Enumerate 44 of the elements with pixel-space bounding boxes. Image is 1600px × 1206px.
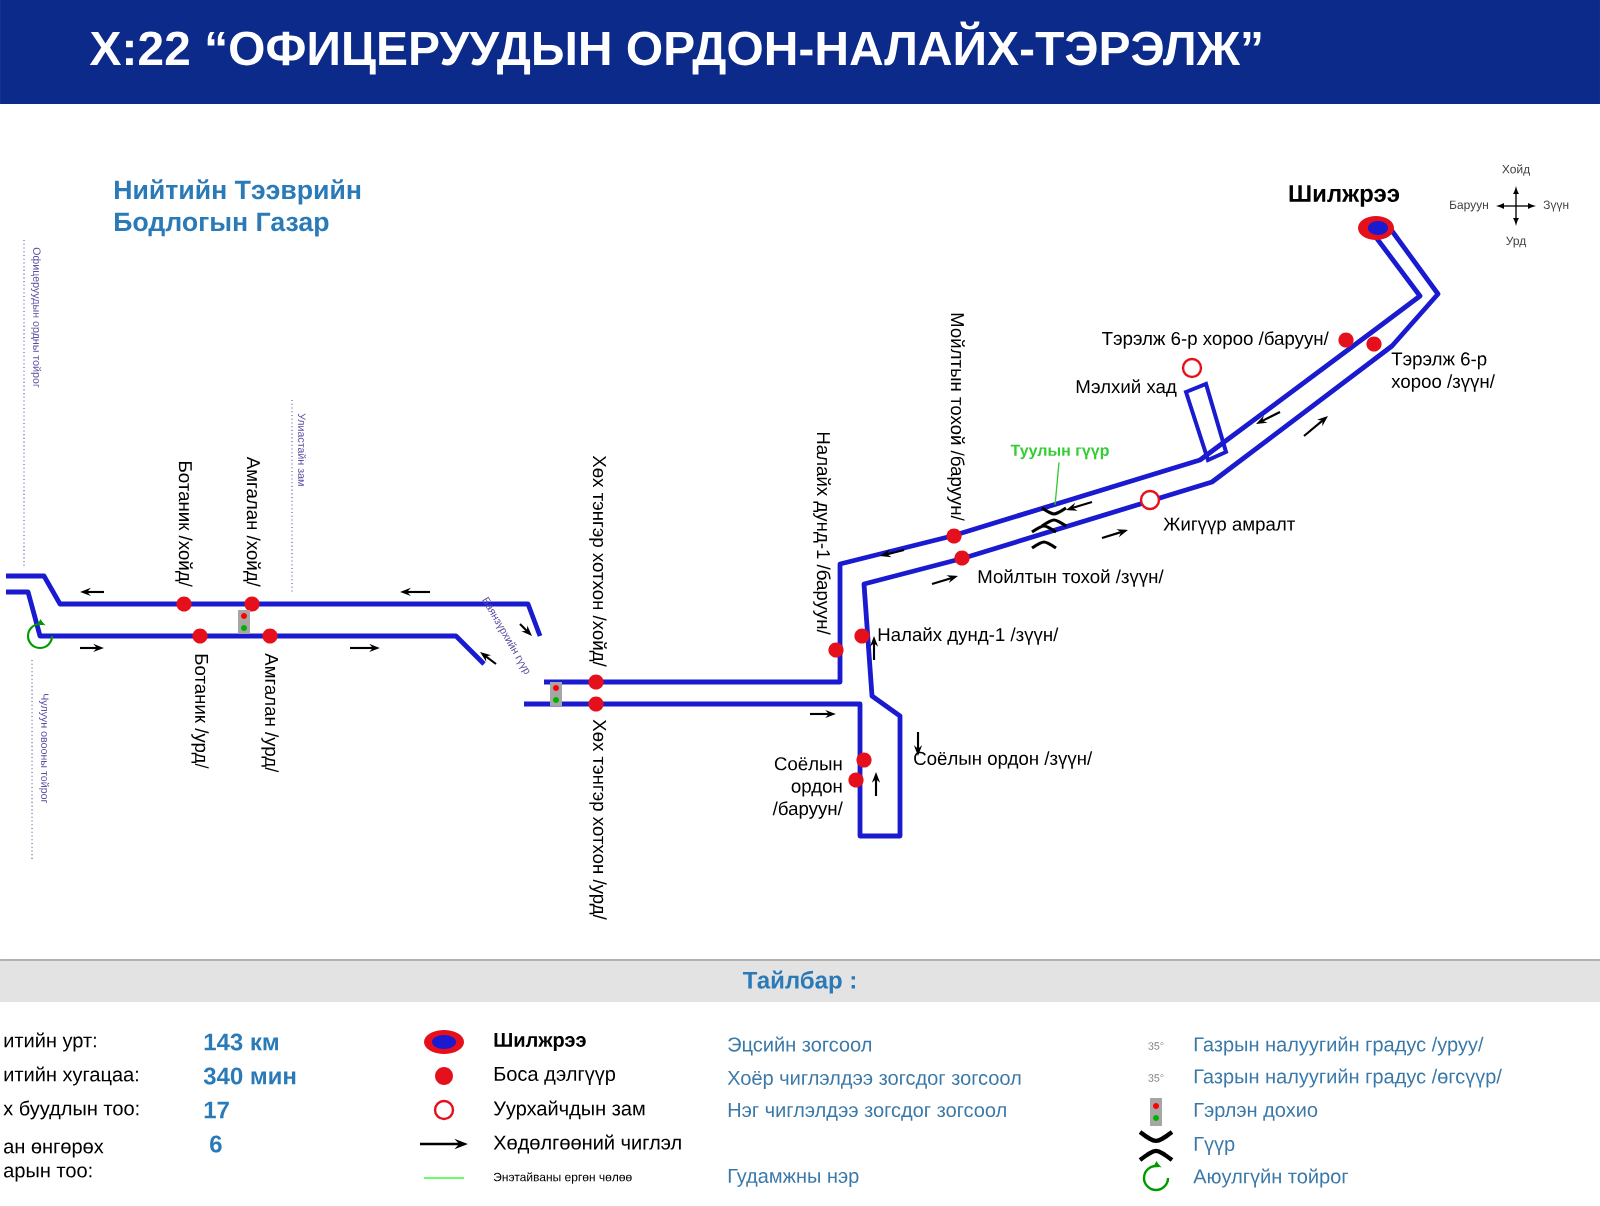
legend-label: Уурхайчдын зам — [493, 1100, 645, 1120]
title: Х:22 “ОФИЦЕРУУДЫН ОРДОН-НАЛАЙХ-ТЭРЭЛЖ” — [89, 21, 1261, 75]
legend-heading: Тайлбар : — [742, 970, 855, 994]
legend-label: Газрын налуугийн градус /өгсүүр/ — [1194, 1068, 1502, 1088]
stop-label: Тэрэлж 6-р хороо /зүүн/ — [1391, 352, 1495, 392]
legend-note: Нэг чиглэлдээ зогсдог зогсоол — [728, 1103, 1006, 1121]
stop-label: Амгалан /урд/ — [261, 653, 279, 773]
bridge-symbol — [1041, 506, 1067, 528]
legend-label: Гүүр — [1194, 1137, 1235, 1155]
agency-name: Нийтийн Тээврийн Бодлогын Газар — [115, 179, 361, 237]
legend-label: Гэрлэн дохио — [1194, 1103, 1318, 1121]
legend-note: Эцсийн зогсоол — [728, 1036, 871, 1056]
stat-value: 17 — [204, 1101, 229, 1119]
stop-label: Соёлын ордон /зүүн/ — [914, 751, 1093, 769]
stat-label: ан өнгөрөх арын тоо: — [4, 1142, 104, 1182]
legend-note: Гудамжны нэр — [728, 1169, 859, 1187]
stat-label: х буудлын тоо: — [3, 1100, 139, 1120]
stat-value: 143 км — [204, 1033, 278, 1051]
legend-label: Хөдөлгөөний чиглэл — [493, 1134, 681, 1154]
legend-label: Боса дэлгүүр — [494, 1067, 616, 1085]
stat-label: итийн урт: — [4, 1032, 96, 1052]
stop-label: Ботаник /хойд/ — [175, 462, 193, 587]
legend-label: Аюулгүйн тойрог — [1193, 1168, 1348, 1188]
destination-label: Шилжрээ — [1289, 185, 1400, 207]
stop-label: Мойлтын тохой /баруун/ — [947, 313, 965, 521]
stop-label: Налайх дунд-1 /зүүн/ — [878, 627, 1059, 645]
leader-line — [1054, 461, 1060, 506]
stat-value: 340 мин — [203, 1067, 296, 1085]
legend-label: Шилжрээ — [494, 1033, 586, 1051]
legend-note: Хоёр чиглэлдээ зогсдог зогсоол — [727, 1071, 1021, 1089]
stop-label: Амгалан /хойд/ — [243, 456, 261, 587]
stop-label: Мойлтын тохой /зүүн/ — [978, 569, 1164, 587]
stat-label: итийн хугацаа: — [4, 1066, 138, 1086]
stop-label: Хөх тэнгэр хотхон /хойд/ — [589, 455, 607, 667]
stop-label: Хөх тэнгэр хотхон /урд/ — [589, 719, 607, 920]
stat-value: 6 — [210, 1135, 222, 1153]
bridge-label: Туулын гүүр — [1010, 444, 1109, 460]
stop-label: Жигүүр амралт — [1163, 517, 1295, 535]
stop-label: Мэлхий хад — [1076, 379, 1177, 397]
stop-label: Тэрэлж 6-р хороо /баруун/ — [1102, 331, 1329, 349]
stop-label: Налайх дунд-1 /баруун/ — [813, 432, 831, 635]
stop-label: Соёлын ордон /баруун/ — [772, 757, 843, 819]
legend-label: Газрын налуугийн градус /уруу/ — [1194, 1036, 1484, 1056]
stop-label: Ботаник /урд/ — [191, 654, 209, 769]
